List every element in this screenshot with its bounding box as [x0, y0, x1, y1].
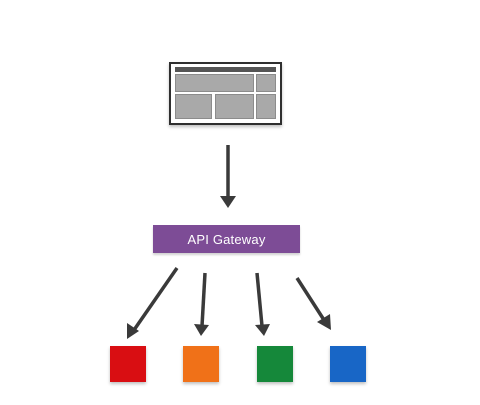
api-gateway-label: API Gateway: [187, 231, 266, 247]
service-box-red: [110, 346, 146, 382]
gateway-to-service-4-arrowhead: [317, 314, 331, 330]
service-box-blue: [330, 346, 366, 382]
gateway-to-service-2-arrow: [200, 272, 207, 327]
window-pane: [256, 74, 276, 92]
client-to-gateway-arrowhead: [220, 196, 236, 208]
window-pane: [256, 94, 276, 119]
gateway-to-service-2-arrowhead: [194, 324, 209, 336]
gateway-to-service-3-arrowhead: [255, 324, 270, 336]
gateway-to-service-1-arrowhead: [127, 323, 139, 339]
service-box-orange: [183, 346, 219, 382]
window-pane: [215, 94, 254, 119]
browser-window-icon: [169, 62, 282, 125]
gateway-to-service-4-arrow: [295, 277, 326, 321]
window-pane: [175, 94, 212, 119]
window-titlebar: [175, 67, 276, 72]
api-gateway-box: API Gateway: [153, 225, 300, 253]
gateway-to-service-3-arrow: [255, 272, 264, 327]
gateway-to-service-1-arrow: [132, 267, 179, 331]
service-box-green: [257, 346, 293, 382]
window-pane: [175, 74, 254, 92]
